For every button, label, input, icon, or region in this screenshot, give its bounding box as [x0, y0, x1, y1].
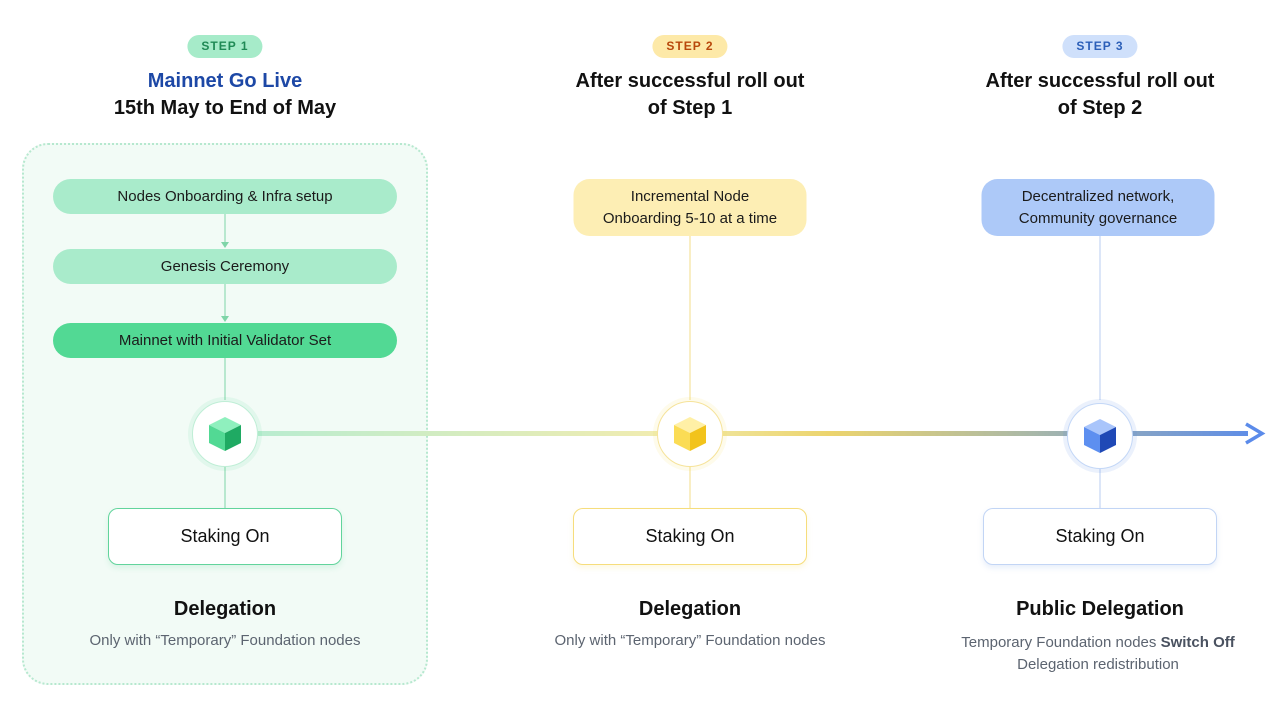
step-3-delegation-note: Temporary Foundation nodes Switch Off De…: [961, 632, 1234, 676]
step-3-delegation-title: Public Delegation: [1016, 598, 1184, 620]
step-3-action-line-2: Community governance: [1018, 209, 1178, 227]
flow-box-genesis-ceremony: Genesis Ceremony: [53, 249, 397, 284]
note-text: Temporary Foundation nodes: [961, 634, 1161, 651]
note-bold-text: Switch Off: [1160, 634, 1235, 651]
cube-icon-green: [209, 417, 241, 451]
cube-icon-blue: [1084, 419, 1116, 453]
staking-label: Staking On: [1055, 526, 1145, 546]
step-2-title-line-1: After successful roll out: [575, 70, 805, 92]
arrow-down-icon: [221, 316, 229, 322]
step-3-staking-box: Staking On: [983, 508, 1217, 565]
arrow-right-icon: [1245, 422, 1266, 445]
flow-box-nodes-onboarding: Nodes Onboarding & Infra setup: [53, 179, 397, 214]
arrow-down-icon: [221, 242, 229, 248]
step-3-title-line-1: After successful roll out: [985, 70, 1215, 92]
step-2-action-line-1: Incremental Node: [630, 187, 750, 205]
staking-label: Staking On: [180, 526, 270, 546]
step-2-delegation-note: Only with “Temporary” Foundation nodes: [554, 632, 826, 649]
flow-box-mainnet-validator-set: Mainnet with Initial Validator Set: [53, 323, 397, 358]
step-1-title-highlight: Mainnet Go Live: [147, 70, 303, 92]
flow-box-label: Genesis Ceremony: [160, 258, 290, 275]
step-1-node: [192, 401, 258, 467]
step-2-action-line-2: Onboarding 5-10 at a time: [602, 209, 778, 227]
step-1-delegation-note: Only with “Temporary” Foundation nodes: [89, 632, 361, 649]
step-2-action-box: Incremental Node Onboarding 5-10 at a ti…: [573, 179, 807, 236]
step-2-node: [657, 401, 723, 467]
step-3-action-box: Decentralized network, Community governa…: [981, 179, 1215, 236]
cube-icon-yellow: [674, 417, 706, 451]
step-3-node: [1067, 403, 1133, 469]
step-3-title: After successful roll out of Step 2: [950, 68, 1250, 122]
step-1-staking-box: Staking On: [108, 508, 342, 565]
step-1-title: Mainnet Go Live 15th May to End of May: [75, 68, 375, 122]
step-1-delegation-title: Delegation: [173, 598, 277, 620]
step-2-badge: STEP 2: [652, 35, 728, 58]
flow-box-label: Nodes Onboarding & Infra setup: [117, 188, 333, 205]
step-3-badge: STEP 3: [1062, 35, 1138, 58]
step-3-action-line-1: Decentralized network,: [1021, 187, 1175, 205]
staking-label: Staking On: [645, 526, 735, 546]
note-line-2: Delegation redistribution: [1017, 656, 1179, 673]
step-2-delegation-title: Delegation: [638, 598, 742, 620]
step-3-title-line-2: of Step 2: [1057, 97, 1143, 119]
step-2-title-line-2: of Step 1: [647, 97, 733, 119]
flow-box-label: Mainnet with Initial Validator Set: [118, 332, 332, 349]
step-2-title: After successful roll out of Step 1: [540, 68, 840, 122]
timeline-line: [258, 431, 1248, 436]
step-1-badge: STEP 1: [187, 35, 263, 58]
step-2-staking-box: Staking On: [573, 508, 807, 565]
step-1-title-date: 15th May to End of May: [113, 97, 337, 119]
